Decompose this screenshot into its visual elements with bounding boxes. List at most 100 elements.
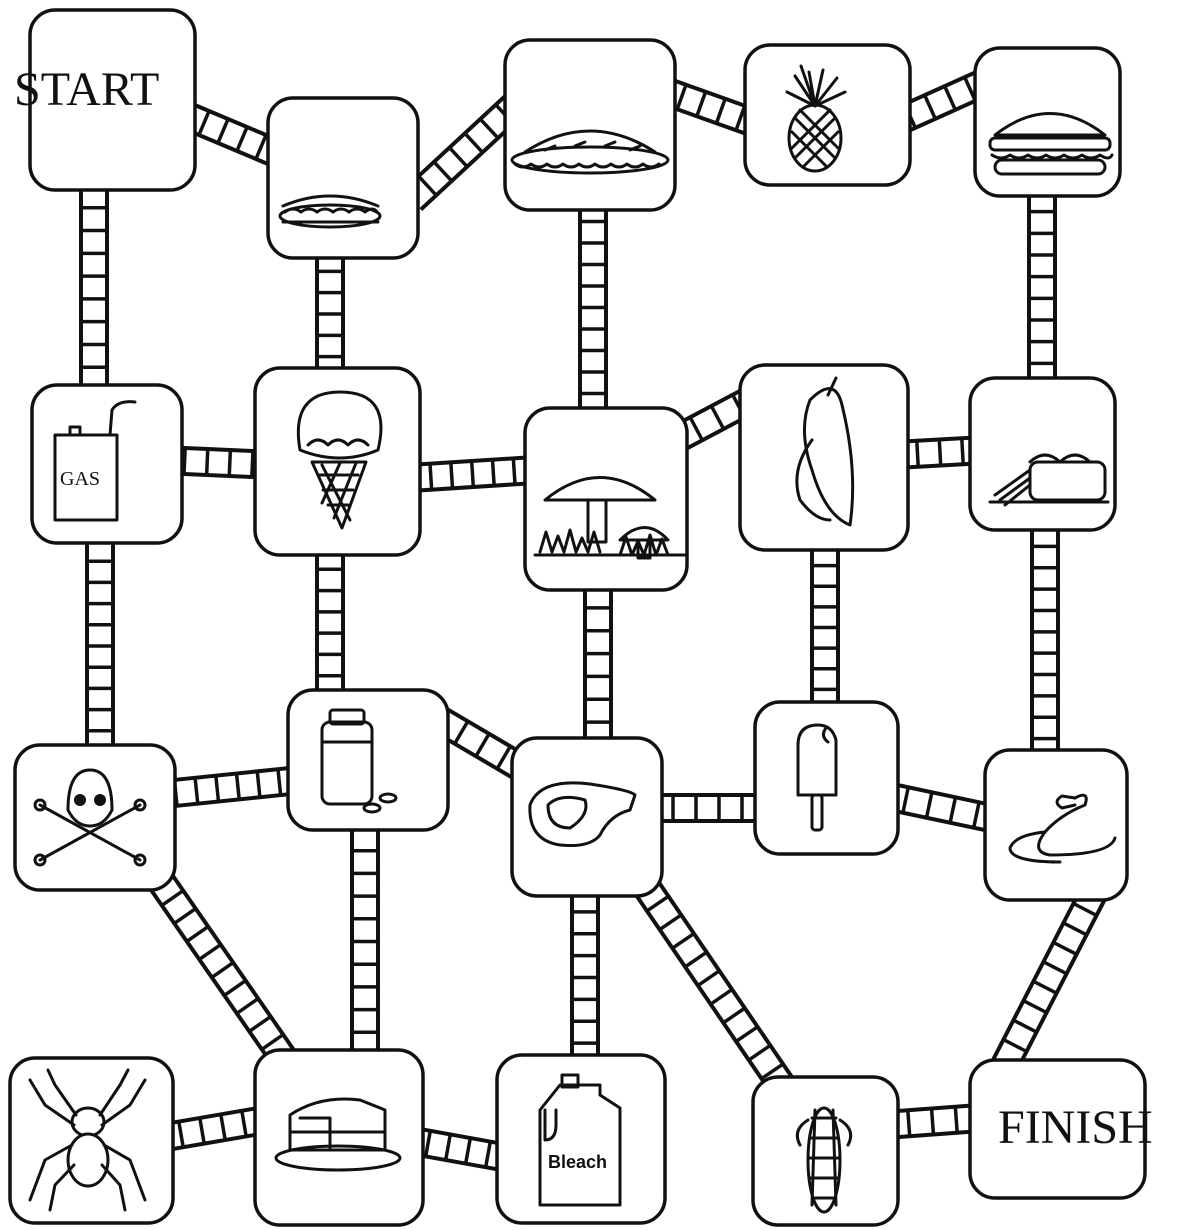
- ladder-rung: [906, 1110, 912, 1137]
- ladder-rung: [463, 132, 484, 154]
- ladder-rung: [960, 438, 965, 465]
- ladder-rung: [495, 745, 512, 770]
- ladder-rung: [948, 796, 958, 824]
- ladder-rung: [1032, 979, 1058, 995]
- space-corn[interactable]: [751, 1075, 900, 1227]
- ladder-gas-poison: [85, 540, 115, 752]
- start-label: START: [14, 63, 159, 116]
- mushrooms-icon: [533, 476, 687, 560]
- ladder-burger-bread: [1027, 190, 1057, 385]
- ladder-rail: [161, 1130, 268, 1153]
- ladder-banana-popsicle: [810, 545, 840, 710]
- ladder-layer: [79, 66, 1109, 1173]
- ladder-rung: [276, 769, 283, 796]
- ladder-rung: [675, 84, 688, 110]
- ladder-snake-finish: [991, 883, 1109, 1072]
- ladder-rail: [156, 790, 302, 810]
- ladder-steak-bleach: [570, 890, 600, 1065]
- ladder-sandwich-icecream: [315, 250, 345, 378]
- space-pineapple[interactable]: [743, 43, 912, 187]
- ladder-rung: [696, 969, 721, 987]
- ladder-rung: [443, 1134, 453, 1161]
- ladder-rung: [248, 1015, 272, 1033]
- space-bleach[interactable]: [495, 1053, 667, 1225]
- ladder-rung: [490, 459, 496, 486]
- ladder-rung: [511, 458, 517, 485]
- skull-crossbones-icon: [33, 768, 147, 867]
- ladder-rung: [255, 771, 262, 798]
- ladder-rung: [235, 126, 249, 152]
- ladder-rung: [483, 1141, 493, 1168]
- ladder-rung: [197, 110, 211, 136]
- ladder-rail: [632, 891, 776, 1099]
- space-popsicle[interactable]: [753, 700, 900, 856]
- ladder-popsicle-snake: [878, 780, 1004, 835]
- ladder-rung: [671, 932, 695, 950]
- space-cake[interactable]: [253, 1048, 425, 1227]
- ladder-rung: [1012, 1018, 1038, 1034]
- space-pill-bottle[interactable]: [286, 688, 450, 832]
- ladder-rung: [234, 773, 241, 800]
- space-pie[interactable]: [503, 38, 677, 212]
- ladder-rung: [688, 416, 704, 442]
- ladder-rung: [1062, 921, 1088, 937]
- space-finish[interactable]: [968, 1058, 1147, 1200]
- ladder-rail: [654, 876, 798, 1084]
- ladder-rung: [463, 1137, 473, 1164]
- ladder-rung: [929, 1108, 936, 1135]
- ladder-rung: [735, 1025, 759, 1043]
- ladder-rung: [219, 1114, 227, 1141]
- ladder-rung: [198, 943, 222, 961]
- ladder-rung: [1022, 999, 1048, 1015]
- ladder-rung: [177, 1121, 185, 1148]
- space-gas-can[interactable]: [30, 383, 184, 545]
- ladder-bread-snake: [1030, 525, 1060, 760]
- space-sandwich[interactable]: [266, 96, 420, 260]
- ladder-rung: [417, 174, 438, 197]
- ladder-rung: [173, 907, 197, 925]
- ladder-rung: [193, 777, 200, 804]
- ladder-rung: [1042, 960, 1068, 976]
- gas-can-label: GAS: [60, 468, 100, 490]
- ladder-rung: [709, 405, 726, 430]
- space-steak[interactable]: [510, 736, 664, 898]
- pie-icon: [510, 129, 670, 175]
- ladder-cake-bleach: [405, 1125, 511, 1173]
- snake-icon: [1008, 793, 1117, 864]
- ladder-rung: [1052, 940, 1078, 956]
- ladder-poison-cake: [147, 871, 298, 1069]
- ladder-rail: [157, 1105, 264, 1128]
- space-snake[interactable]: [983, 748, 1129, 902]
- bleach-jug-icon: Bleach: [538, 1073, 622, 1207]
- popsicle-icon: [796, 723, 838, 832]
- ladder-pill-cake: [350, 828, 380, 1055]
- corn-icon: [795, 1106, 853, 1214]
- ladder-rung: [479, 117, 500, 140]
- ladder-rung: [428, 463, 434, 490]
- ladder-rung: [235, 997, 260, 1015]
- ladder-rung: [240, 1110, 248, 1137]
- space-start[interactable]: [28, 8, 197, 192]
- ladder-rung: [971, 801, 981, 829]
- ladder-rung: [695, 91, 708, 117]
- ladder-rung: [182, 447, 187, 475]
- gas-can-icon: GAS: [53, 400, 137, 522]
- ladder-rung: [204, 448, 210, 476]
- ladder-rung: [684, 950, 708, 969]
- ladder-steak-popsicle: [650, 793, 765, 823]
- ladder-rung: [469, 460, 476, 488]
- ladder-start-gas: [79, 185, 109, 390]
- ladder-rung: [449, 462, 455, 489]
- ladder-rail: [401, 88, 513, 192]
- ladder-rung: [747, 1043, 772, 1062]
- space-banana[interactable]: [738, 363, 910, 552]
- ladder-rung: [646, 894, 670, 913]
- finish-label: FINISH: [998, 1101, 1153, 1154]
- ladder-rung: [937, 439, 943, 466]
- ladder-corn-finish: [883, 1103, 982, 1140]
- bleach-label: Bleach: [548, 1152, 607, 1172]
- spider-icon: [28, 1068, 147, 1212]
- ladder-rung: [254, 134, 268, 160]
- ladder-rail: [409, 1125, 511, 1148]
